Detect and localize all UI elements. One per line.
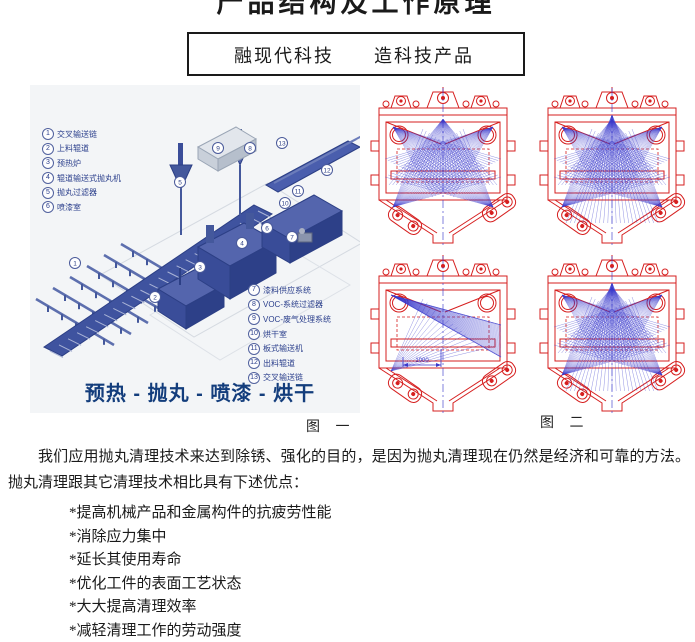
- legend-text: 出料辊道: [263, 358, 295, 368]
- part-marker: 7: [286, 231, 298, 243]
- legend-text: VOC-系统过滤器: [263, 300, 323, 310]
- advantage-item: *减轻清理工作的劳动强度: [69, 622, 242, 639]
- svg-text:8: 8: [248, 145, 252, 152]
- legend-number-badge: 6: [42, 201, 54, 214]
- svg-text:12: 12: [323, 167, 331, 174]
- legend-number-badge: 9: [248, 313, 260, 326]
- advantage-item: *延长其使用寿命: [69, 552, 182, 568]
- svg-text:11: 11: [295, 188, 302, 195]
- part-marker: 4: [236, 237, 248, 249]
- svg-text:7: 7: [290, 234, 294, 241]
- legend-text: 交叉输送链: [57, 129, 97, 139]
- svg-text:6: 6: [265, 225, 269, 232]
- blast-pattern-diagrams: 1000: [370, 87, 686, 415]
- advantage-item: *提高机械产品和金属构件的抗疲劳性能: [69, 505, 332, 521]
- body-paragraph: 我们应用抛丸清理技术来达到除锈、强化的目的，是因为抛丸清理现在仍然是经济和可靠的…: [8, 449, 690, 491]
- header: 产品结构及工作原理 融现代科技 造科技产品: [187, 0, 525, 76]
- part-marker: 11: [292, 185, 304, 197]
- part-marker: 1: [69, 257, 81, 269]
- title-box-border: [187, 32, 525, 76]
- svg-text:9: 9: [216, 145, 220, 152]
- part-marker: 12: [321, 164, 333, 176]
- svg-text:13: 13: [278, 140, 286, 147]
- legend-number-badge: 3: [42, 157, 54, 170]
- legend-text: 辊道输送式抛丸机: [57, 173, 121, 183]
- legend-number-badge: 5: [42, 186, 54, 199]
- dimension-label: 1000: [415, 358, 429, 364]
- legend-text: 上料辊道: [57, 144, 89, 154]
- page-title: 产品结构及工作原理: [208, 0, 504, 21]
- legend-text: 交叉输送链: [263, 373, 303, 383]
- part-marker: 5: [174, 176, 186, 188]
- svg-text:2: 2: [153, 294, 157, 301]
- legend-text: 喷漆室: [57, 202, 81, 212]
- legend-text: 漆料供应系统: [263, 285, 311, 295]
- figure2-blast-diagrams: 1000: [360, 83, 695, 415]
- legend-number-badge: 7: [248, 284, 260, 297]
- blast-section-diagram: [539, 255, 686, 415]
- part-marker: 10: [279, 197, 291, 209]
- legend-number-badge: 1: [42, 128, 54, 141]
- legend-number-badge: 13: [248, 371, 260, 384]
- legend-text: VOC-废气处理系统: [263, 314, 331, 324]
- blast-section-diagram: 1000: [370, 255, 517, 415]
- part-marker: 3: [194, 261, 206, 273]
- blast-section-diagram: [370, 87, 517, 247]
- legend-number-badge: 12: [248, 357, 260, 370]
- part-marker: 6: [261, 222, 273, 234]
- legend-number-badge: 11: [248, 342, 260, 355]
- legend-number-badge: 4: [42, 172, 54, 185]
- legend-text: 预热炉: [57, 158, 81, 168]
- legend-text: 板式输送机: [263, 344, 303, 354]
- legend-number-badge: 2: [42, 142, 54, 155]
- page-subtitle: 融现代科技 造科技产品: [234, 46, 474, 66]
- process-caption: 预热 - 抛丸 - 喷漆 - 烘干: [84, 383, 316, 405]
- advantage-item: *大大提高清理效率: [69, 599, 197, 615]
- svg-text:4: 4: [240, 240, 244, 247]
- part-marker: 13: [276, 137, 288, 149]
- legend-text: 抛丸过滤器: [57, 188, 97, 198]
- legend-number-badge: 8: [248, 298, 260, 311]
- advantages-list: *提高机械产品和金属构件的抗疲劳性能 *消除应力集中 *延长其使用寿命 *优化工件的表…: [69, 502, 489, 642]
- svg-text:10: 10: [281, 200, 289, 207]
- advantage-item: *消除应力集中: [69, 528, 167, 545]
- legend-text: 烘干室: [263, 329, 287, 339]
- svg-text:5: 5: [178, 179, 182, 186]
- part-marker: 2: [149, 291, 161, 303]
- advantage-item: *优化工件的表面工艺状态: [69, 575, 242, 592]
- svg-text:1: 1: [73, 260, 77, 267]
- legend-number-badge: 10: [248, 328, 260, 341]
- figure1-label: 图 一: [306, 420, 356, 435]
- blast-section-diagram: [539, 87, 686, 247]
- svg-text:3: 3: [198, 264, 202, 271]
- part-marker: 8: [244, 142, 256, 154]
- figure2-label: 图 二: [540, 416, 590, 431]
- part-marker: 9: [212, 142, 224, 154]
